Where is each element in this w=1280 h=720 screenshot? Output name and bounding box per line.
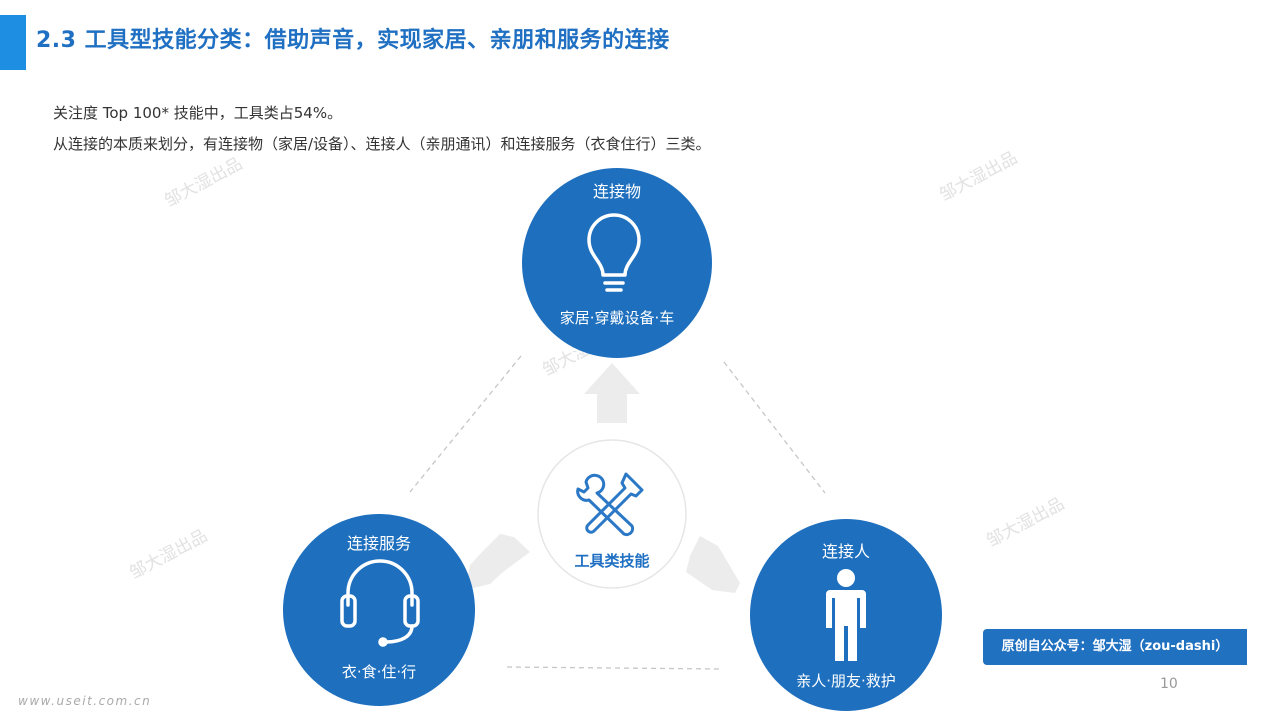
node-subtitle-things: 家居·穿戴设备·车 xyxy=(559,309,675,327)
node-title-services: 连接服务 xyxy=(346,534,411,553)
intro-line-1: 关注度 Top 100* 技能中，工具类占54%。 xyxy=(53,104,343,122)
lightbulb-icon xyxy=(587,213,641,292)
node-subtitle-services: 衣·食·住·行 xyxy=(341,663,417,681)
source-badge: 原创自公众号：邹大湿（zou-dashi） xyxy=(983,629,1247,665)
site-watermark: www.useit.com.cn xyxy=(18,694,152,708)
dashed-edge xyxy=(723,361,826,494)
center-label: 工具类技能 xyxy=(574,552,650,570)
node-title-things: 连接物 xyxy=(592,182,641,201)
dashed-edge xyxy=(409,355,522,493)
page-title: 2.3 工具型技能分类：借助声音，实现家居、亲朋和服务的连接 xyxy=(36,28,670,53)
title-accent-bar xyxy=(0,15,26,70)
arrow-down-right-icon xyxy=(686,536,740,593)
circle-services xyxy=(283,514,475,706)
person-icon xyxy=(826,569,866,661)
circle-things xyxy=(522,168,712,358)
tools-icon xyxy=(576,472,644,537)
arrow-down-left-icon xyxy=(465,534,530,590)
node-subtitle-people: 亲人·朋友·救护 xyxy=(796,672,896,690)
headset-icon xyxy=(340,559,420,647)
page-number: 10 xyxy=(1160,676,1178,692)
intro-text: 关注度 Top 100* 技能中，工具类占54%。 从连接的本质来划分，有连接物… xyxy=(53,98,711,160)
node-title-people: 连接人 xyxy=(821,542,870,561)
arrow-up-icon xyxy=(584,363,640,423)
dashed-edge xyxy=(506,666,723,670)
intro-line-2: 从连接的本质来划分，有连接物（家居/设备）、连接人（亲朋通讯）和连接服务（衣食住… xyxy=(53,135,711,153)
